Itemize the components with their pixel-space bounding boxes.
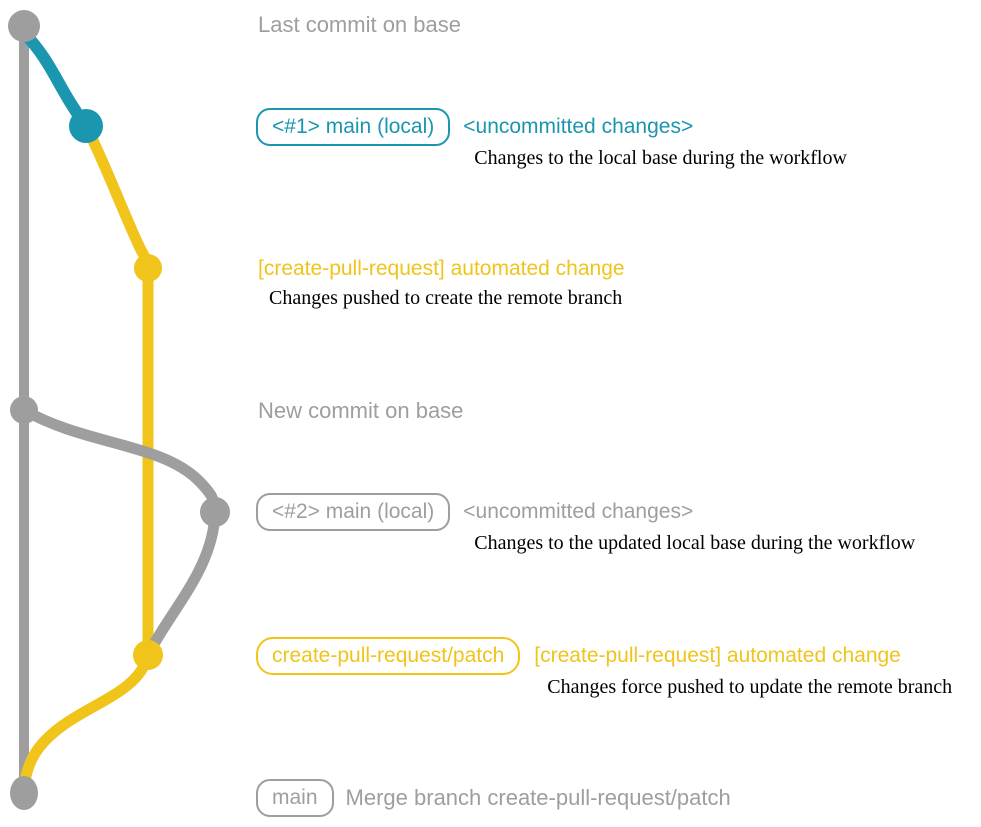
annotation-text: New commit on base — [258, 398, 464, 423]
annotation-main-local-1: <#1> main (local) <uncommitted changes> … — [256, 108, 847, 170]
annotation-automated-change-2: create-pull-request/patch [create-pull-r… — [256, 637, 952, 699]
branch-badge-main-local-2: <#2> main (local) — [256, 493, 451, 531]
annotation-new-commit-on-base: New commit on base — [258, 398, 463, 424]
commit-description-uncommitted-1: Changes to the local base during the wor… — [474, 147, 847, 169]
commit-description-uncommitted-2: Changes to the updated local base during… — [474, 532, 916, 554]
commit-node-last-base — [8, 10, 40, 42]
commit-message-uncommitted-2: <uncommitted changes> — [463, 500, 694, 523]
commit-node-main-2 — [200, 497, 230, 527]
annotation-merge: main Merge branch create-pull-request/pa… — [256, 779, 731, 817]
commit-node-automated-change-2 — [133, 640, 163, 670]
annotation-text: Last commit on base — [258, 12, 461, 37]
commit-message-uncommitted-1: <uncommitted changes> — [463, 115, 694, 138]
commit-node-merge — [10, 776, 38, 810]
commit-node-automated-change-1 — [134, 254, 162, 282]
annotation-main-local-2: <#2> main (local) <uncommitted changes> … — [256, 493, 915, 555]
branch-badge-patch: create-pull-request/patch — [256, 637, 521, 675]
commit-message-automated-1: [create-pull-request] automated change — [258, 257, 625, 280]
branch-badge-main: main — [256, 779, 334, 817]
commit-description-automated-1: Changes pushed to create the remote bran… — [269, 287, 623, 309]
commit-message-merge: Merge branch create-pull-request/patch — [345, 785, 731, 810]
patch-branch-line — [18, 120, 154, 796]
annotation-last-commit-on-base: Last commit on base — [258, 12, 461, 38]
commit-description-automated-2: Changes force pushed to update the remot… — [547, 676, 953, 698]
updated-base-edge — [18, 404, 221, 661]
commit-message-automated-2: [create-pull-request] automated change — [534, 644, 901, 667]
commit-node-main-1 — [69, 109, 103, 143]
branch-badge-main-local-1: <#1> main (local) — [256, 108, 451, 146]
commit-node-new-base — [10, 396, 38, 424]
annotation-automated-change-1: [create-pull-request] automated change C… — [258, 257, 625, 310]
